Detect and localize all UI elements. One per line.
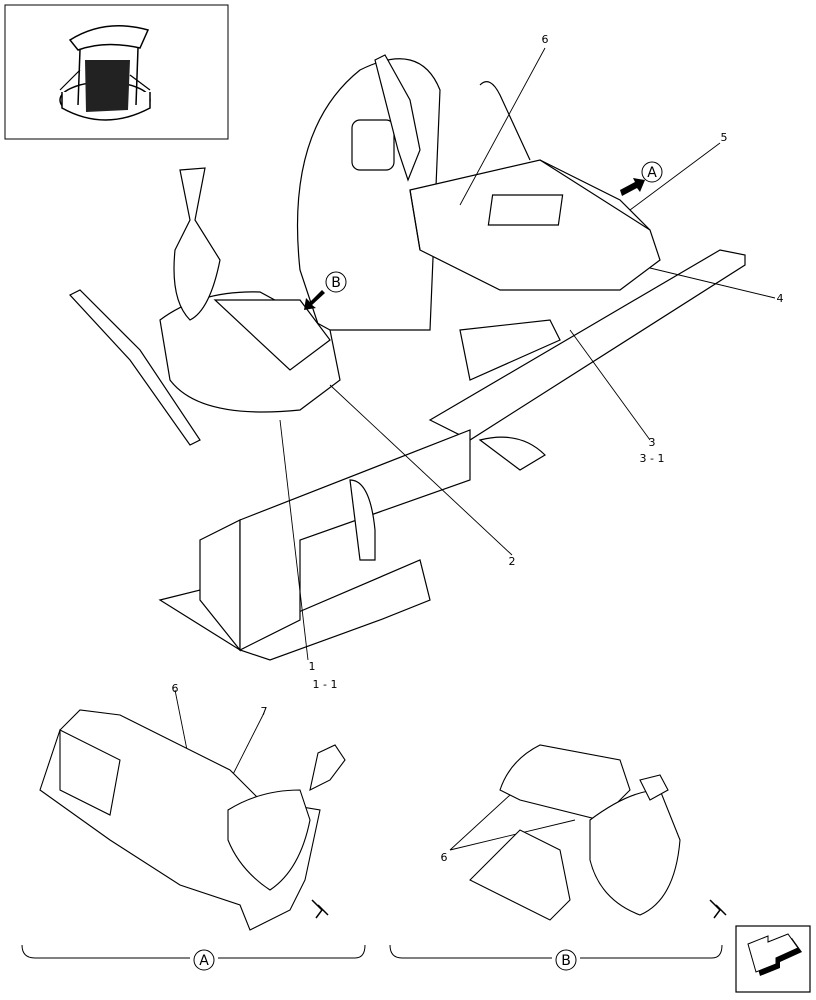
- back-arrow-icon: [747, 933, 802, 976]
- callout-1-1: 1 - 1: [313, 678, 338, 691]
- callout-4: 4: [777, 292, 784, 305]
- right-lever: [374, 54, 421, 182]
- callout-3: 3: [649, 436, 656, 449]
- back-navigation-button[interactable]: [735, 925, 811, 993]
- callout-6-main: 6: [542, 33, 549, 46]
- left-lever: [69, 289, 201, 446]
- view-marker-b-main: B: [331, 275, 341, 291]
- view-arrow-a: A: [620, 161, 663, 196]
- brace-a: [21, 944, 366, 959]
- callout-7: 7: [261, 705, 268, 718]
- view-marker-a-main: A: [647, 165, 657, 181]
- callout-3-1: 3 - 1: [640, 452, 665, 465]
- callout-5: 5: [721, 131, 728, 144]
- left-lever-boot: [173, 167, 221, 321]
- callout-2: 2: [509, 555, 516, 568]
- seat-back-cutout: [351, 119, 395, 171]
- detail-view-a: [39, 709, 346, 931]
- brace-b: [389, 944, 723, 959]
- callout-1: 1: [309, 660, 316, 673]
- thumbnail-inset: [4, 4, 229, 140]
- callout-6-view-a: 6: [172, 682, 179, 695]
- view-label-b: B: [561, 953, 571, 969]
- leader-lines: [174, 47, 776, 851]
- view-arrow-b: B: [304, 271, 347, 310]
- callout-6-view-b: 6: [441, 851, 448, 864]
- main-assembly: [69, 54, 746, 661]
- detail-view-b: [469, 744, 727, 921]
- view-label-a: A: [199, 953, 209, 969]
